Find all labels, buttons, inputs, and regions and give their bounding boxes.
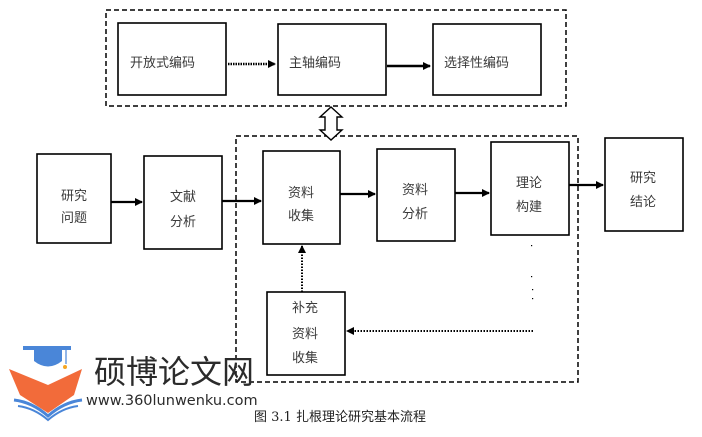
- figure-caption: 图 3.1 扎根理论研究基本流程: [254, 410, 426, 425]
- box-research-question: 研究 问题: [36, 153, 112, 244]
- box-label-line: 构建: [516, 200, 542, 215]
- box-data-collection: 资料 收集: [262, 150, 341, 245]
- watermark-url: www.360lunwenku.com: [86, 393, 258, 409]
- box-label-line: 资料: [402, 183, 428, 198]
- box-label-line: 理论: [516, 176, 542, 191]
- watermark-title: 硕博论文网: [94, 353, 254, 391]
- box-label-line: 分析: [402, 207, 428, 222]
- data-process-frame: [235, 135, 579, 383]
- watermark-logo-icon: [9, 346, 83, 422]
- box-label: 开放式编码: [130, 56, 195, 71]
- box-selective-coding: 选择性编码: [432, 23, 542, 96]
- box-label-line: 补充: [292, 300, 318, 316]
- box-label-line: 问题: [61, 211, 87, 226]
- box-label-line: 研究: [61, 189, 87, 204]
- box-label-line: 收集: [292, 350, 318, 366]
- box-open-coding: 开放式编码: [117, 22, 227, 96]
- box-label-line: 文献: [170, 190, 196, 205]
- box-label-line: 结论: [630, 195, 656, 210]
- box-research-conclusion: 研究 结论: [604, 137, 684, 232]
- box-label-line: 研究: [630, 171, 656, 186]
- box-supplementary-collection: 补充 资料 收集: [266, 291, 346, 376]
- box-axial-coding: 主轴编码: [277, 23, 387, 96]
- double-arrow-icon: [318, 106, 344, 141]
- coding-group-frame: [105, 9, 567, 107]
- box-label-line: 资料: [292, 327, 318, 342]
- box-theory-building: 理论 构建: [490, 141, 570, 236]
- box-label: 主轴编码: [289, 56, 341, 71]
- box-data-analysis: 资料 分析: [376, 148, 456, 242]
- box-literature-analysis: 文献 分析: [143, 155, 223, 250]
- box-label-line: 资料: [288, 186, 314, 201]
- box-label-line: 分析: [170, 215, 196, 230]
- feedback-loop-dots: [531, 245, 534, 300]
- box-label: 选择性编码: [444, 56, 509, 71]
- box-label-line: 收集: [288, 208, 314, 224]
